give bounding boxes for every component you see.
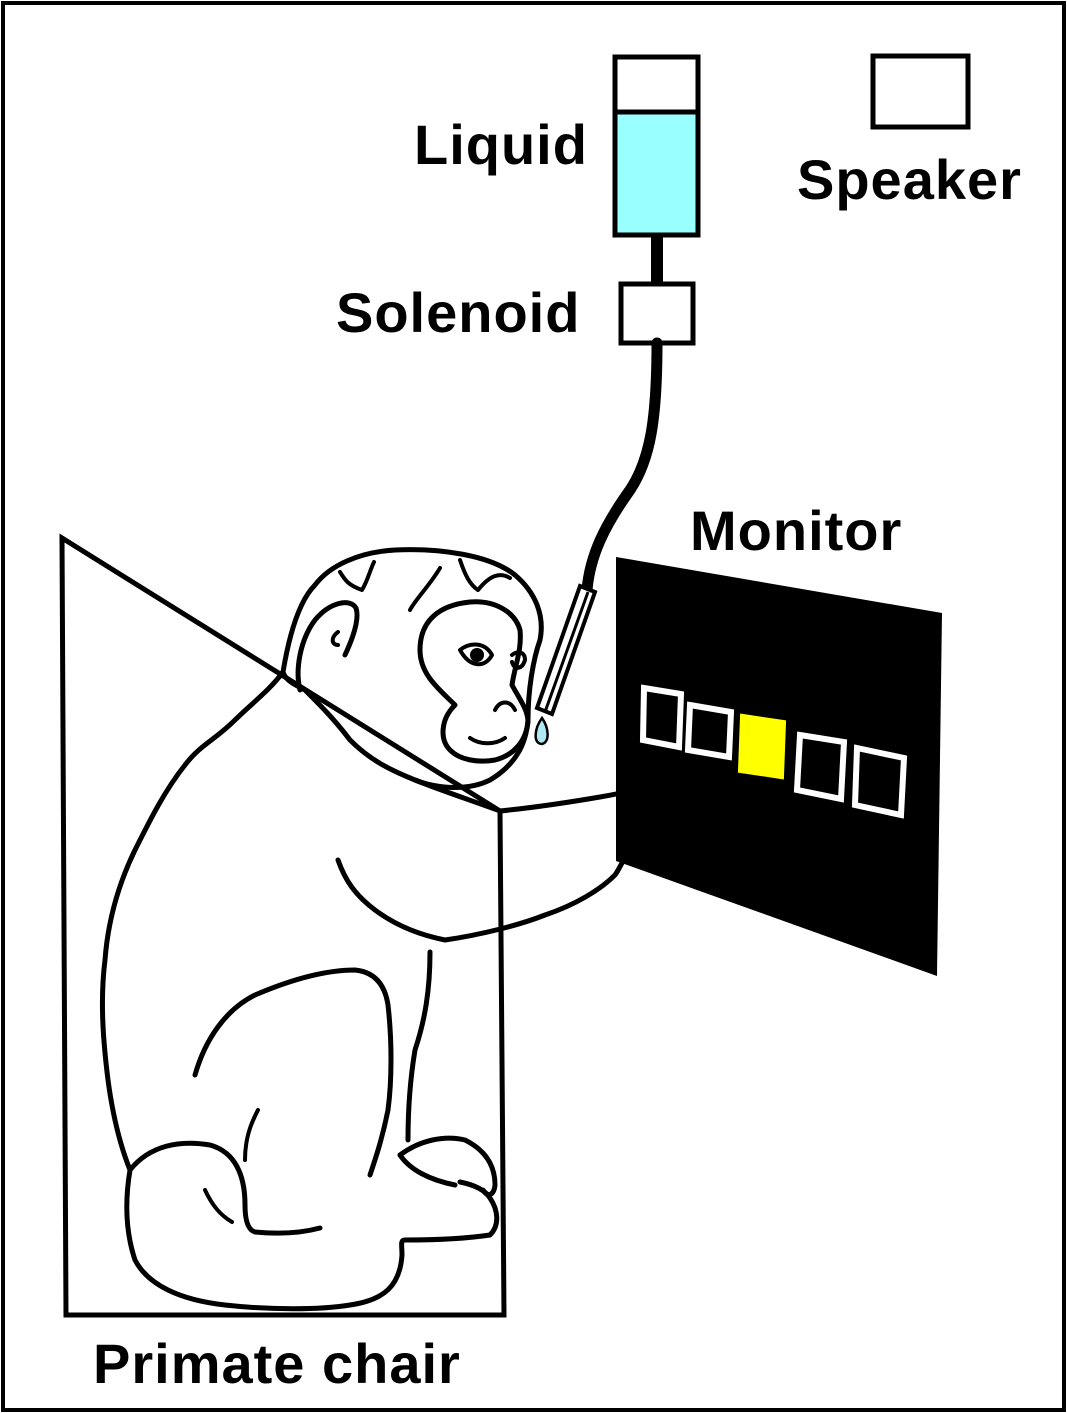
label-speaker: Speaker (797, 148, 1022, 211)
drinking-spout (534, 583, 598, 717)
monkey-ear (295, 600, 360, 693)
monkey-mouth (468, 736, 507, 746)
target-box (684, 701, 735, 761)
monkey-hand (627, 781, 728, 851)
monkey-head (280, 547, 544, 790)
target-box (851, 744, 908, 819)
label-primate-chair: Primate chair (93, 1332, 461, 1395)
monkey-eye (458, 642, 494, 667)
liquid-drop (534, 715, 549, 746)
monkey-nose (493, 700, 517, 712)
label-liquid: Liquid (414, 113, 588, 176)
liquid-fill (617, 113, 696, 233)
monkey-arm-lower (335, 845, 633, 943)
monkey-leg (124, 1167, 500, 1312)
monitor-targets (639, 684, 908, 819)
monkey-face (417, 599, 531, 764)
liquid-reservoir (612, 54, 701, 238)
monkey (99, 547, 737, 1312)
solenoid-box (618, 281, 696, 346)
label-monitor: Monitor (690, 499, 902, 562)
label-solenoid: Solenoid (336, 281, 580, 344)
monkey-thigh (192, 967, 394, 1178)
tube-lower (581, 337, 663, 596)
monkey-back (99, 669, 286, 1173)
monkey-arm-upper (497, 761, 723, 814)
speaker-box (870, 53, 971, 130)
target-box (793, 731, 848, 803)
primate-chair (59, 533, 507, 1318)
target-box (639, 684, 685, 751)
target-highlighted (737, 713, 787, 780)
